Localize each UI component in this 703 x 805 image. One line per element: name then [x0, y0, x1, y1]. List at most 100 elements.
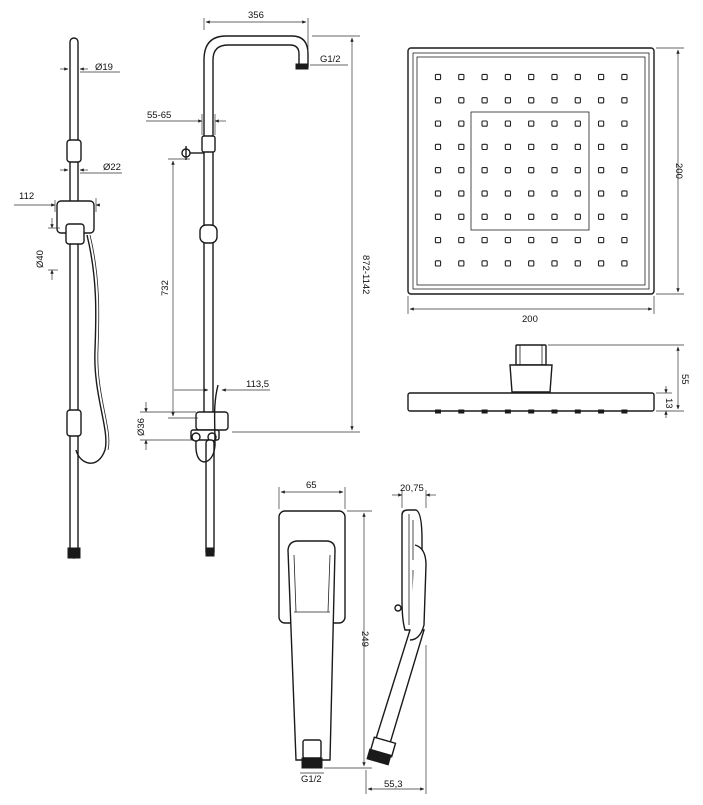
- nozzle: [551, 236, 558, 244]
- label-w65: 65: [306, 480, 317, 491]
- nozzle: [574, 236, 581, 244]
- nozzle: [481, 97, 488, 104]
- nozzle: [458, 260, 465, 267]
- nozzle: [458, 97, 465, 104]
- side-nozzle: [598, 409, 605, 414]
- side-nozzle: [574, 409, 581, 414]
- nozzle: [434, 120, 442, 127]
- nozzle: [458, 190, 465, 197]
- nozzle: [434, 190, 442, 197]
- nozzle: [458, 73, 465, 81]
- nozzle: [481, 120, 488, 127]
- nozzle: [551, 97, 558, 104]
- nozzle: [434, 97, 442, 104]
- side-nozzle: [481, 409, 488, 414]
- nozzle: [504, 120, 512, 127]
- nozzle: [551, 167, 558, 174]
- hand-shower-side-view: [366, 509, 427, 766]
- nozzle: [551, 120, 558, 127]
- nozzle: [574, 120, 581, 127]
- label-h249: 249: [359, 631, 370, 647]
- hand-front-dimensions: 65 249 G1/2: [278, 480, 372, 785]
- nozzle: [481, 260, 488, 267]
- label-d19: Ø19: [95, 62, 113, 73]
- nozzle: [481, 213, 488, 220]
- shower-column-view: [181, 35, 309, 557]
- label-w55-3: 55,3: [384, 779, 403, 790]
- side-nozzle: [551, 409, 558, 414]
- nozzle: [597, 97, 605, 104]
- nozzle: [528, 97, 535, 104]
- nozzle: [597, 143, 605, 151]
- label-h872: 872-1142: [360, 255, 371, 294]
- rail-side-view: [56, 37, 110, 559]
- nozzle: [481, 143, 488, 151]
- side-nozzle: [621, 409, 628, 414]
- nozzle: [551, 73, 558, 81]
- nozzle: [504, 260, 512, 267]
- nozzle: [434, 213, 442, 220]
- nozzle: [528, 120, 535, 127]
- nozzle: [434, 143, 442, 151]
- nozzle: [574, 213, 581, 220]
- label-h13: 13: [663, 398, 674, 409]
- nozzle: [597, 190, 605, 197]
- nozzle: [481, 167, 488, 174]
- nozzle: [574, 73, 581, 81]
- hand-side-dimensions: 20,75 55,3: [365, 483, 436, 794]
- side-nozzle: [435, 409, 441, 414]
- side-nozzle-row: [435, 409, 628, 414]
- head-shower-side-view: [407, 344, 655, 414]
- nozzle: [597, 73, 605, 81]
- nozzle: [528, 167, 535, 174]
- nozzle: [504, 213, 512, 220]
- label-w55-65: 55-65: [147, 110, 171, 121]
- nozzle: [574, 97, 581, 104]
- nozzle: [504, 236, 512, 244]
- label-h55: 55: [679, 374, 690, 385]
- nozzle: [504, 97, 512, 104]
- nozzle: [481, 236, 488, 244]
- nozzle: [551, 143, 558, 151]
- nozzle: [574, 167, 581, 174]
- nozzle: [621, 236, 628, 244]
- nozzle: [434, 236, 442, 244]
- nozzle-grid: [434, 73, 628, 267]
- nozzle: [621, 97, 628, 104]
- label-w113-5: 113,5: [246, 379, 269, 390]
- nozzle: [597, 236, 605, 244]
- nozzle: [574, 143, 581, 151]
- nozzle: [528, 143, 535, 151]
- label-w356: 356: [248, 10, 264, 21]
- side-nozzle: [528, 409, 535, 414]
- label-d40: Ø40: [35, 250, 46, 268]
- label-w20-75: 20,75: [400, 483, 424, 494]
- nozzle: [458, 236, 465, 244]
- label-w200-bottom: 200: [522, 314, 538, 325]
- nozzle: [528, 213, 535, 220]
- nozzle: [434, 260, 442, 267]
- nozzle: [528, 190, 535, 197]
- nozzle: [551, 213, 558, 220]
- nozzle: [458, 167, 465, 174]
- nozzle: [458, 120, 465, 127]
- side-nozzle: [458, 409, 465, 414]
- nozzle: [621, 190, 628, 197]
- nozzle: [504, 73, 512, 81]
- label-g12-top: G1/2: [320, 54, 341, 65]
- head-top-dimensions: 200 200: [407, 47, 684, 325]
- nozzle: [481, 190, 488, 197]
- nozzle: [621, 213, 628, 220]
- head-shower-top-view: [407, 47, 655, 295]
- rail-dimensions: Ø19 Ø22 112 Ø40: [14, 62, 122, 280]
- nozzle: [621, 143, 628, 151]
- nozzle: [574, 260, 581, 267]
- nozzle: [551, 260, 558, 267]
- label-w200-right: 200: [673, 163, 684, 179]
- nozzle: [597, 260, 605, 267]
- label-d22: Ø22: [103, 162, 121, 173]
- nozzle: [528, 236, 535, 244]
- nozzle: [504, 167, 512, 174]
- label-g12-bottom: G1/2: [301, 774, 322, 785]
- nozzle: [434, 73, 442, 81]
